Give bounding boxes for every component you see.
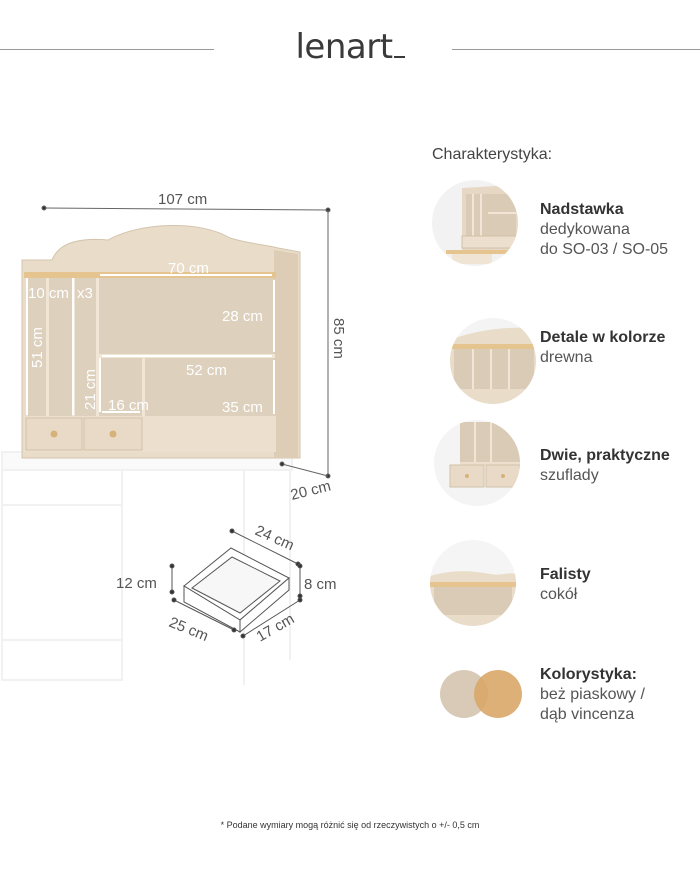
feature-wood-details: Detale w kolorze drewna [540, 328, 665, 368]
features-title: Charakterystyka: [432, 146, 553, 163]
feature-wood-details-desc: drewna [540, 349, 593, 366]
header-line-left [0, 49, 214, 50]
hutch [21, 225, 301, 459]
feature-hutch: Nadstawka dedykowana do SO-03 / SO-05 [540, 200, 668, 260]
feature-colors-desc-1: beż piaskowy / [540, 686, 645, 703]
footnote: * Podane wymiary mogą różnić się od rzec… [220, 820, 480, 830]
feature-colors-name: Kolorystyka: [540, 666, 637, 683]
feature-thumb-drawers [434, 420, 520, 506]
feature-drawers-desc: szuflady [540, 467, 599, 484]
feature-thumb-wavy-base [430, 540, 516, 626]
dim-small-width: 16 cm [108, 397, 149, 414]
feature-hutch-desc-1: dedykowana [540, 221, 630, 238]
dim-middle-shelf: 52 cm [186, 362, 227, 379]
dim-drawer-right: 8 cm [304, 576, 337, 593]
feature-hutch-name: Nadstawka [540, 201, 624, 218]
drawer-sketch [169, 528, 303, 639]
dim-lower-right: 35 cm [222, 399, 263, 416]
feature-drawers-name: Dwie, praktyczne [540, 447, 670, 464]
dim-left-height: 51 cm [29, 327, 46, 368]
dim-upper-right: 28 cm [222, 308, 263, 325]
inner-dimension-lines [26, 274, 275, 415]
dim-drawer-left: 12 cm [116, 575, 157, 592]
outer-dimension-lines [41, 205, 331, 479]
product-illustration: 107 cm 85 cm 20 cm 70 cm 10 cm x3 51 cm … [1, 191, 347, 685]
feature-wavy-base: Falisty cokół [540, 565, 591, 605]
feature-wavy-base-name: Falisty [540, 566, 591, 583]
feature-colors-desc-2: dąb vincenza [540, 706, 635, 723]
feature-colors: Kolorystyka: beż piaskowy / dąb vincenza [540, 665, 645, 725]
feature-thumb-hutch [432, 180, 518, 266]
dim-compartment-count: x3 [77, 285, 93, 302]
dim-mid-height: 21 cm [82, 369, 99, 410]
header-line-right [452, 49, 700, 50]
feature-wood-details-name: Detale w kolorze [540, 329, 666, 346]
dim-top-shelf: 70 cm [168, 260, 209, 277]
feature-hutch-desc-2: do SO-03 / SO-05 [540, 241, 669, 258]
dim-width: 107 cm [158, 191, 207, 208]
brand-logo: lenart [0, 27, 700, 67]
feature-thumb-wood-details [450, 318, 536, 404]
feature-wavy-base-desc: cokół [540, 586, 578, 603]
dim-depth: 20 cm [289, 478, 333, 504]
feature-drawers: Dwie, praktyczne szuflady [540, 446, 670, 486]
dim-height: 85 cm [330, 318, 347, 359]
dim-drawer-front: 25 cm [167, 614, 211, 645]
color-swatch-oak [474, 670, 522, 718]
dim-compartment: 10 cm [28, 285, 69, 302]
